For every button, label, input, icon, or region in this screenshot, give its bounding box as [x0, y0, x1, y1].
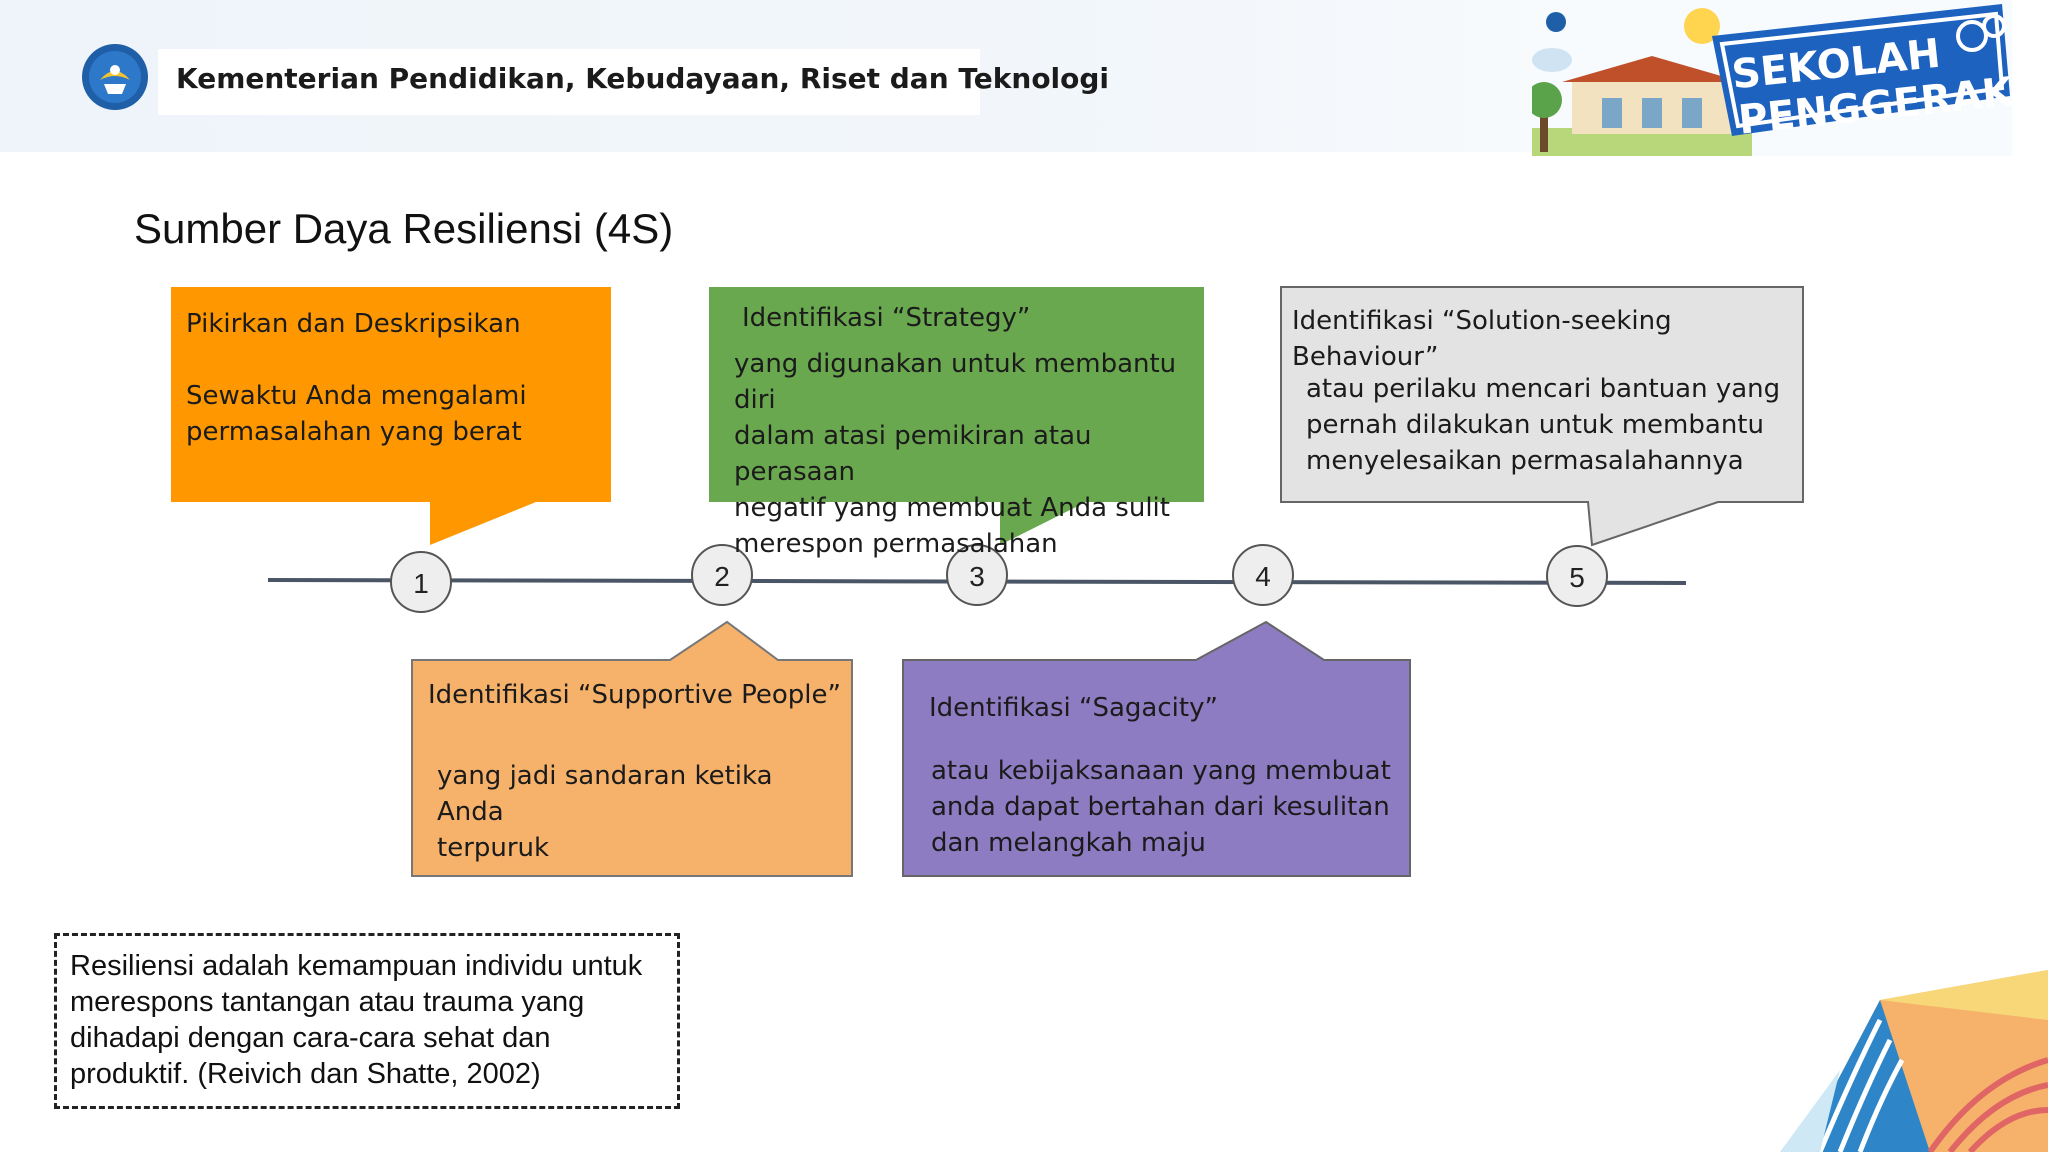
callout-2-body-line: terpuruk [437, 833, 550, 863]
callout-1-shape [171, 287, 611, 545]
callout-3-body-line: dalam atasi pemikiran atau perasaan [734, 421, 1092, 487]
callout-3-body-line: yang digunakan untuk membantu diri [734, 349, 1177, 415]
callout-2-body-line: yang jadi sandaran ketika Anda [437, 761, 773, 827]
callout-2-shape [411, 620, 853, 877]
node-4-label: 4 [1255, 561, 1271, 592]
timeline-node-5: 5 [1546, 545, 1608, 607]
decorative-corner-art [1780, 970, 2048, 1152]
callout-1-text: Pikirkan dan Deskripsikan Sewaktu Anda m… [186, 306, 606, 450]
timeline-node-1: 1 [390, 551, 452, 613]
page-title: Sumber Daya Resiliensi (4S) [134, 205, 674, 252]
node-1-label: 1 [413, 568, 429, 599]
callout-4-shape [902, 620, 1411, 877]
callout-5-body-line: atau perilaku mencari bantuan yang [1306, 374, 1781, 404]
definition-line: merespons tantangan atau trauma yang [70, 986, 585, 1018]
callout-1-body-line: permasalahan yang berat [186, 417, 522, 447]
callout-2-heading: Identifikasi “Supportive People” [428, 680, 841, 710]
callout-4-body-line: anda dapat bertahan dari kesulitan [931, 792, 1390, 822]
callout-5-body-line: menyelesaikan permasalahannya [1306, 446, 1744, 476]
callout-4-heading: Identifikasi “Sagacity” [929, 693, 1218, 723]
callout-3-heading: Identifikasi “Strategy” [742, 303, 1031, 333]
definition-box [54, 933, 680, 1109]
callout-3-shape [709, 287, 1204, 545]
timeline-node-2: 2 [691, 544, 753, 606]
callout-1-body-line: Sewaktu Anda mengalami [186, 381, 527, 411]
timeline-node-4: 4 [1232, 544, 1294, 606]
callout-2-text: Identifikasi “Supportive People” [428, 677, 848, 713]
callout-3-body-line: negatif yang membuat Anda sulit [734, 493, 1170, 523]
callout-5-shape [1280, 286, 1804, 547]
callout-5-body-line: pernah dilakukan untuk membantu [1306, 410, 1764, 440]
callout-4-text: Identifikasi “Sagacity” [929, 690, 1399, 726]
callout-3-body-line: merespon permasalahan [734, 529, 1058, 559]
ministry-logo [82, 44, 148, 110]
node-5-label: 5 [1569, 562, 1585, 593]
callout-5-body: atau perilaku mencari bantuan yang perna… [1306, 371, 1786, 479]
callout-4-body-line: atau kebijaksanaan yang membuat [931, 756, 1391, 786]
callout-3-body: yang digunakan untuk membantu diri dalam… [734, 346, 1204, 562]
definition-text: Resiliensi adalah kemampuan individu unt… [70, 948, 680, 1092]
node-3-label: 3 [969, 561, 985, 592]
node-2-label: 2 [714, 561, 730, 592]
definition-line: Resiliensi adalah kemampuan individu unt… [70, 950, 643, 982]
callout-5-text: Identifikasi “Solution-seeking Behaviour… [1292, 303, 1802, 375]
timeline-node-3: 3 [946, 544, 1008, 606]
ministry-name: Kementerian Pendidikan, Kebudayaan, Rise… [176, 62, 1110, 95]
callout-1-heading: Pikirkan dan Deskripsikan [186, 309, 521, 339]
callout-2-body: yang jadi sandaran ketika Anda terpuruk [437, 758, 847, 866]
ministry-name-box [158, 49, 980, 115]
callout-4-body: atau kebijaksanaan yang membuat anda dap… [931, 753, 1401, 861]
callout-4-body-line: dan melangkah maju [931, 828, 1206, 858]
sekolah-penggerak-logo: SEKOLAH PENGGERAK [1532, 0, 2012, 156]
definition-line: produktif. (Reivich dan Shatte, 2002) [70, 1058, 541, 1090]
definition-line: dihadapi dengan cara-cara sehat dan [70, 1022, 551, 1054]
callout-3-text: Identifikasi “Strategy” [742, 300, 1202, 336]
callout-5-heading: Identifikasi “Solution-seeking Behaviour… [1292, 306, 1672, 372]
